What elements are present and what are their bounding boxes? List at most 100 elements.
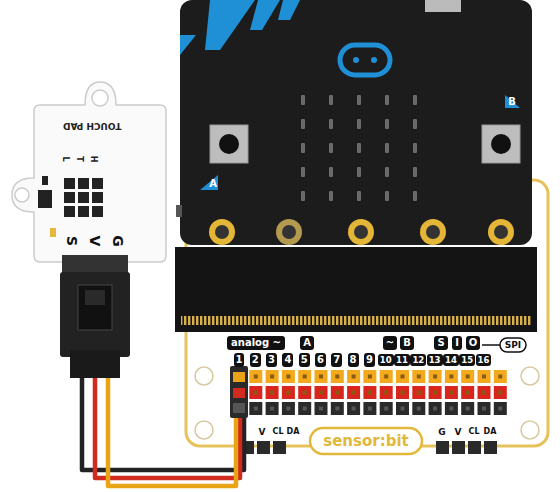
label: L — [61, 156, 69, 161]
microbit-body — [180, 0, 532, 245]
header-pin — [363, 386, 376, 399]
label: 15 — [459, 354, 475, 367]
header-pin — [429, 386, 442, 399]
led-matrix — [301, 95, 417, 201]
header-pin — [249, 402, 262, 415]
led — [413, 95, 417, 105]
label: 1 — [234, 353, 245, 367]
pin-hole — [433, 375, 437, 379]
label: 3 — [266, 353, 277, 367]
header-pin — [396, 402, 409, 415]
pin-hole — [319, 391, 323, 395]
led — [301, 143, 305, 153]
header-pin — [380, 370, 393, 383]
pin-hole — [319, 375, 323, 379]
pin-hole — [352, 407, 356, 411]
header-pin — [315, 402, 328, 415]
label: A — [209, 179, 217, 189]
header-pin — [494, 386, 507, 399]
header-pin — [494, 402, 507, 415]
jumper-pin — [78, 178, 89, 189]
pin-hole — [417, 391, 421, 395]
header-pin — [380, 402, 393, 415]
pin-hole — [384, 391, 388, 395]
header-pin — [298, 402, 311, 415]
header-pin — [331, 370, 344, 383]
label: 12 — [410, 354, 426, 367]
jumper-pin — [64, 192, 75, 203]
header-pin — [429, 370, 442, 383]
bottom-pin — [452, 441, 465, 454]
pin-hole — [449, 407, 453, 411]
pin-hole — [384, 407, 388, 411]
pin-hole — [449, 375, 453, 379]
header-pin — [461, 402, 474, 415]
pin-hole — [368, 391, 372, 395]
label: S — [434, 336, 447, 350]
pin-hole — [335, 407, 339, 411]
label: 4 — [282, 353, 293, 367]
header-pin — [347, 402, 360, 415]
pin-hole — [319, 407, 323, 411]
led — [329, 95, 333, 105]
led — [301, 167, 305, 177]
label: sensor:bit — [323, 434, 408, 449]
pin-hole — [466, 391, 470, 395]
led — [385, 191, 389, 201]
pin-hole — [286, 375, 290, 379]
edge-connector — [175, 247, 537, 332]
jumper-pin — [92, 178, 103, 189]
led — [385, 119, 389, 129]
label: 9 — [364, 353, 375, 367]
label: 8 — [348, 353, 359, 367]
led — [329, 143, 333, 153]
led — [329, 119, 333, 129]
bottom-pin — [484, 441, 497, 454]
header-pin — [347, 386, 360, 399]
pin-hole — [368, 375, 372, 379]
pin-hole — [286, 391, 290, 395]
led — [357, 191, 361, 201]
label: 7 — [331, 353, 342, 367]
jumper-pin — [64, 206, 75, 217]
pin-hole — [254, 391, 258, 395]
bottom-pin — [273, 441, 286, 454]
header-pin — [429, 402, 442, 415]
header-pin — [478, 402, 491, 415]
label: DA — [484, 428, 497, 436]
jumper-pin — [92, 192, 103, 203]
pin-hole — [449, 391, 453, 395]
led — [385, 95, 389, 105]
jumper-pin — [64, 178, 75, 189]
header-pin — [298, 370, 311, 383]
pin-hole — [270, 375, 274, 379]
led — [385, 143, 389, 153]
header-pin — [363, 402, 376, 415]
header-pin — [363, 370, 376, 383]
led — [413, 119, 417, 129]
pin-hole — [498, 375, 502, 379]
header-pin — [266, 402, 279, 415]
pin-hole — [466, 407, 470, 411]
led — [301, 95, 305, 105]
bottom-pin — [257, 441, 270, 454]
pin-hole — [303, 391, 307, 395]
label: T — [75, 156, 83, 161]
header-pin — [249, 370, 262, 383]
pin-hole — [401, 375, 405, 379]
label: A — [300, 336, 314, 350]
header-pin — [249, 386, 262, 399]
label: 11 — [394, 354, 410, 367]
pin-hole — [466, 375, 470, 379]
label: G — [111, 235, 125, 247]
header-pin — [412, 386, 425, 399]
header-pin — [282, 386, 295, 399]
label: O — [466, 336, 481, 350]
header-pin — [315, 386, 328, 399]
led — [385, 167, 389, 177]
pin-hole — [417, 375, 421, 379]
header-pin — [266, 386, 279, 399]
cable — [82, 378, 244, 486]
pin-hole — [482, 391, 486, 395]
